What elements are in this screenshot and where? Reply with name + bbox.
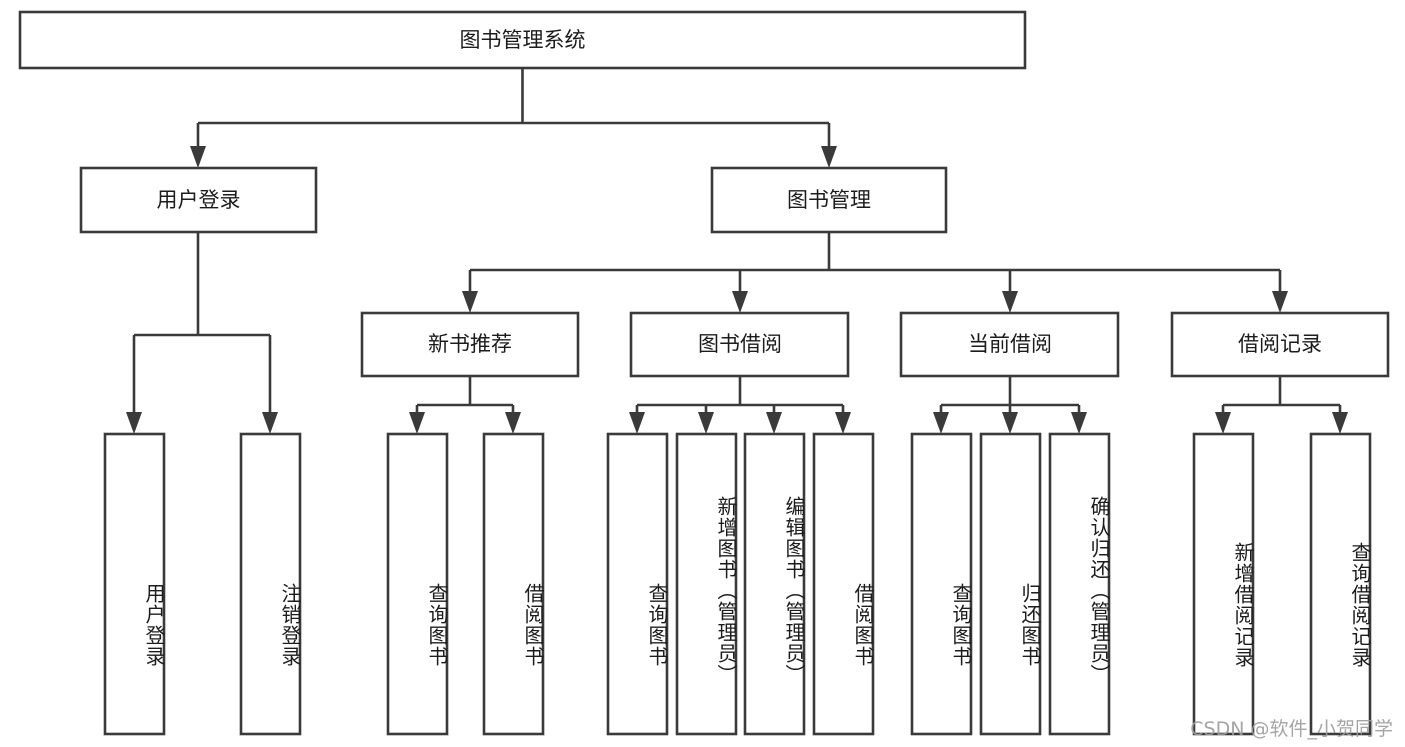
arrowhead-borrow-record — [1272, 291, 1288, 313]
arrowhead-cb-leaf-3 — [1071, 412, 1087, 434]
node-borrow-record[interactable] — [1170, 311, 1390, 378]
leaf-box-borrow-book-1[interactable] — [482, 432, 545, 736]
arrowhead-new-book-rec — [462, 291, 478, 313]
leaf-box-logout[interactable] — [239, 432, 302, 736]
csdn-watermark: CSDN @软件_小贺同学 — [1190, 718, 1393, 740]
leaf-box-query-book-3[interactable] — [910, 432, 973, 736]
leaf-box-edit-book[interactable] — [743, 432, 806, 736]
arrowhead-nbr-leaf-1 — [409, 412, 425, 434]
arrowhead-leaf-logout — [262, 412, 278, 434]
arrowhead-br-leaf-1 — [1215, 412, 1231, 434]
node-layer: 图书管理系统 用户登录 图书管理 新书推荐 图书借阅 当前借阅 借阅记录 — [18, 10, 1390, 736]
node-borrow-record-label: 借阅记录 — [1238, 332, 1322, 356]
node-root-label: 图书管理系统 — [460, 28, 586, 52]
leaf-box-query-record[interactable] — [1309, 432, 1372, 736]
node-root[interactable] — [18, 10, 1027, 70]
arrowhead-bb-leaf-4 — [835, 412, 851, 434]
arrowhead-nbr-leaf-2 — [505, 412, 521, 434]
leaf-box-confirm-return[interactable] — [1048, 432, 1111, 736]
arrowhead-bb-leaf-3 — [766, 412, 782, 434]
node-book-manage[interactable] — [710, 166, 948, 234]
leaf-box-borrow-book-2[interactable] — [812, 432, 875, 736]
leaf-box-query-book-2[interactable] — [606, 432, 669, 736]
leaf-box-return-book[interactable] — [979, 432, 1042, 736]
arrowhead-bb-leaf-2 — [698, 412, 714, 434]
arrowhead-user-login — [190, 146, 206, 168]
node-book-borrow[interactable] — [629, 311, 850, 378]
arrowhead-cb-leaf-2 — [1002, 412, 1018, 434]
node-user-login[interactable] — [79, 166, 318, 234]
node-user-login-label: 用户登录 — [157, 188, 241, 212]
arrowhead-cb-leaf-1 — [933, 412, 949, 434]
node-current-borrow[interactable] — [899, 311, 1120, 378]
leaf-box-add-book[interactable] — [675, 432, 738, 736]
node-new-book-rec-label: 新书推荐 — [428, 332, 512, 356]
arrowhead-leaf-user-login — [126, 412, 142, 434]
node-current-borrow-label: 当前借阅 — [968, 332, 1052, 356]
node-book-manage-label: 图书管理 — [787, 188, 871, 212]
connector-layer — [126, 68, 1348, 434]
arrowhead-book-borrow — [732, 291, 748, 313]
node-book-borrow-label: 图书借阅 — [698, 332, 782, 356]
arrowhead-current-borrow — [1002, 291, 1018, 313]
arrowhead-bb-leaf-1 — [629, 412, 645, 434]
node-new-book-rec[interactable] — [360, 311, 580, 378]
arrowhead-book-manage — [821, 146, 837, 168]
leaf-box-add-record[interactable] — [1192, 432, 1255, 736]
arrowhead-br-leaf-2 — [1332, 412, 1348, 434]
leaf-box-user-login[interactable] — [103, 432, 166, 736]
leaf-box-query-book-1[interactable] — [386, 432, 449, 736]
